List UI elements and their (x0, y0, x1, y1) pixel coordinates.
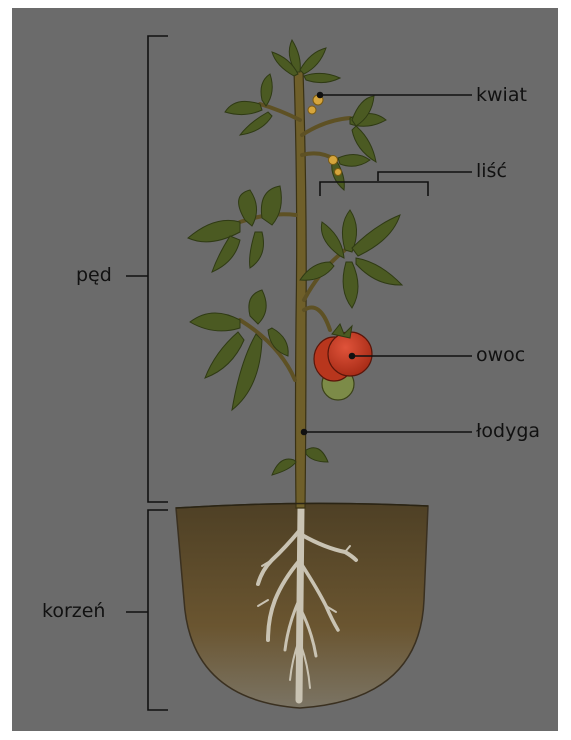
label-korzen: korzeń (42, 602, 105, 621)
label-ped: pęd (76, 266, 112, 285)
ped-bracket (148, 36, 168, 502)
fruit-sepals (332, 324, 352, 338)
korzen-bracket (148, 510, 168, 710)
owoc-pointer-dot (350, 354, 355, 359)
lisc-pointer (378, 172, 472, 181)
lodyga-pointer-dot (302, 430, 307, 435)
flowers (308, 95, 342, 176)
label-owoc: owoc (476, 346, 525, 365)
kwiat-pointer-dot (318, 93, 323, 98)
label-lodyga: łodyga (476, 422, 540, 441)
lisc-bracket (320, 182, 428, 196)
label-lisc: liść (476, 162, 507, 181)
label-kwiat: kwiat (476, 86, 527, 105)
